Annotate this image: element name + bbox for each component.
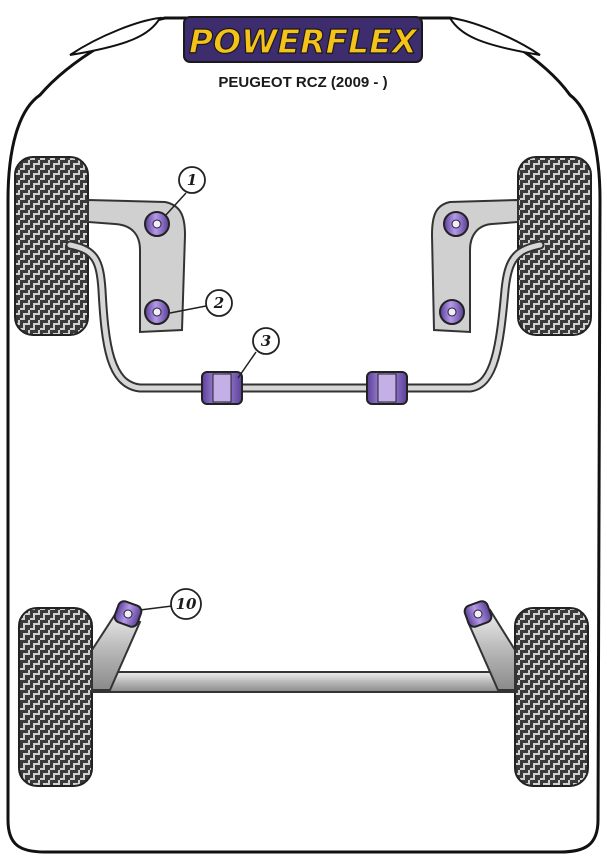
callout-2-label: 2 — [213, 294, 224, 312]
rear-left-tyre — [18, 607, 93, 787]
rear-right-tyre — [514, 607, 589, 787]
callout-3-label: 3 — [261, 332, 271, 350]
callout-3: 3 — [237, 327, 280, 379]
front-anti-roll-bar-fill — [67, 242, 543, 391]
windscreen-left-curve — [69, 16, 162, 56]
rear-right-trailing-arm — [466, 608, 516, 691]
front-left-arm-rear-bush — [144, 299, 170, 325]
front-left-arm-front-bush — [144, 211, 170, 237]
rear-cross-beam — [91, 671, 517, 693]
logo-panel — [183, 16, 423, 63]
front-right-arm-rear-bush — [439, 299, 465, 325]
rear-right-beam-bush — [463, 600, 493, 628]
logo-text: POWERFLEX — [189, 22, 419, 61]
callout-10: 10 — [139, 588, 202, 620]
callout-2: 2 — [169, 289, 233, 317]
anti-roll-bar-left-bush — [201, 371, 243, 405]
callout-1: 1 — [164, 166, 206, 217]
powerflex-logo: POWERFLEX — [183, 16, 423, 63]
front-right-tyre — [517, 156, 592, 336]
front-right-arm-front-bush — [443, 211, 469, 237]
windscreen-right-curve — [448, 16, 541, 56]
car-body-outline — [6, 16, 602, 854]
rear-left-beam-bush — [113, 600, 143, 628]
anti-roll-bar-right-bush — [366, 371, 408, 405]
model-title: PEUGEOT RCZ (2009 - ) — [218, 74, 387, 91]
callout-10-label: 10 — [176, 595, 197, 613]
front-left-tyre — [14, 156, 89, 336]
callout-1-label: 1 — [187, 171, 197, 189]
